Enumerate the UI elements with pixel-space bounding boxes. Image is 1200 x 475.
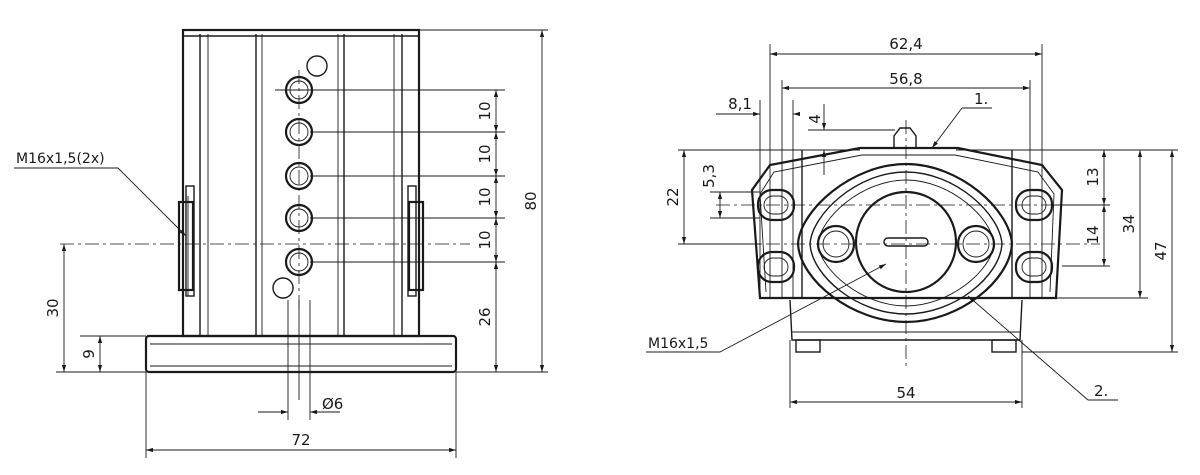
dim-spacing-3: 10 xyxy=(476,187,494,206)
dim-overall-width: 72 xyxy=(291,431,310,449)
top-nipple xyxy=(893,127,917,148)
dim-height-13: 13 xyxy=(1084,167,1102,186)
dim-width-54: 54 xyxy=(896,384,915,402)
dim-spacing-2: 10 xyxy=(476,144,494,163)
dim-lines-vertical xyxy=(61,30,545,372)
dim-height-34: 34 xyxy=(1120,214,1138,233)
dim-width-62-4: 62,4 xyxy=(889,35,922,53)
base-plate xyxy=(144,334,458,374)
dim-height-4: 4 xyxy=(806,114,824,124)
dim-port-axis-height: 30 xyxy=(44,298,62,317)
callout-thread-left: M16x1,5(2x) xyxy=(16,151,105,167)
dim-height-22: 22 xyxy=(664,187,682,206)
flange-outline xyxy=(750,146,1064,300)
right-view: 62,4 56,8 8,1 4 1. 22 5,3 13 14 34 47 M1… xyxy=(646,35,1178,408)
dim-bottom-to-port: 26 xyxy=(476,307,494,326)
callout-leaders-right xyxy=(646,107,1118,401)
dim-width-8-1: 8,1 xyxy=(728,95,752,113)
dim-lines-horizontal xyxy=(146,409,456,453)
side-port-right xyxy=(407,185,425,297)
callout-leader-left xyxy=(14,167,187,237)
dim-width-56-8: 56,8 xyxy=(889,70,922,88)
callout-2: 2. xyxy=(1094,382,1108,400)
left-view: M16x1,5(2x) 10 10 10 10 26 80 30 9 Ø6 72 xyxy=(14,28,548,458)
dim-base-height: 9 xyxy=(80,349,98,359)
body-outline xyxy=(181,28,421,338)
dim-height-47: 47 xyxy=(1152,241,1170,260)
dim-lines-right xyxy=(681,51,1175,405)
callout-1: 1. xyxy=(974,90,988,108)
extension-lines-right xyxy=(678,44,1178,408)
callout-thread-right: M16x1,5 xyxy=(648,336,708,352)
dim-height-14: 14 xyxy=(1084,225,1102,244)
extension-lines xyxy=(56,29,548,458)
dim-height-5-3: 5,3 xyxy=(700,164,718,188)
dim-hole-dia: Ø6 xyxy=(322,395,343,413)
dim-overall-height: 80 xyxy=(522,191,540,210)
dim-spacing-4: 10 xyxy=(476,230,494,249)
dim-spacing-1: 10 xyxy=(476,101,494,120)
side-port-left xyxy=(177,185,195,297)
